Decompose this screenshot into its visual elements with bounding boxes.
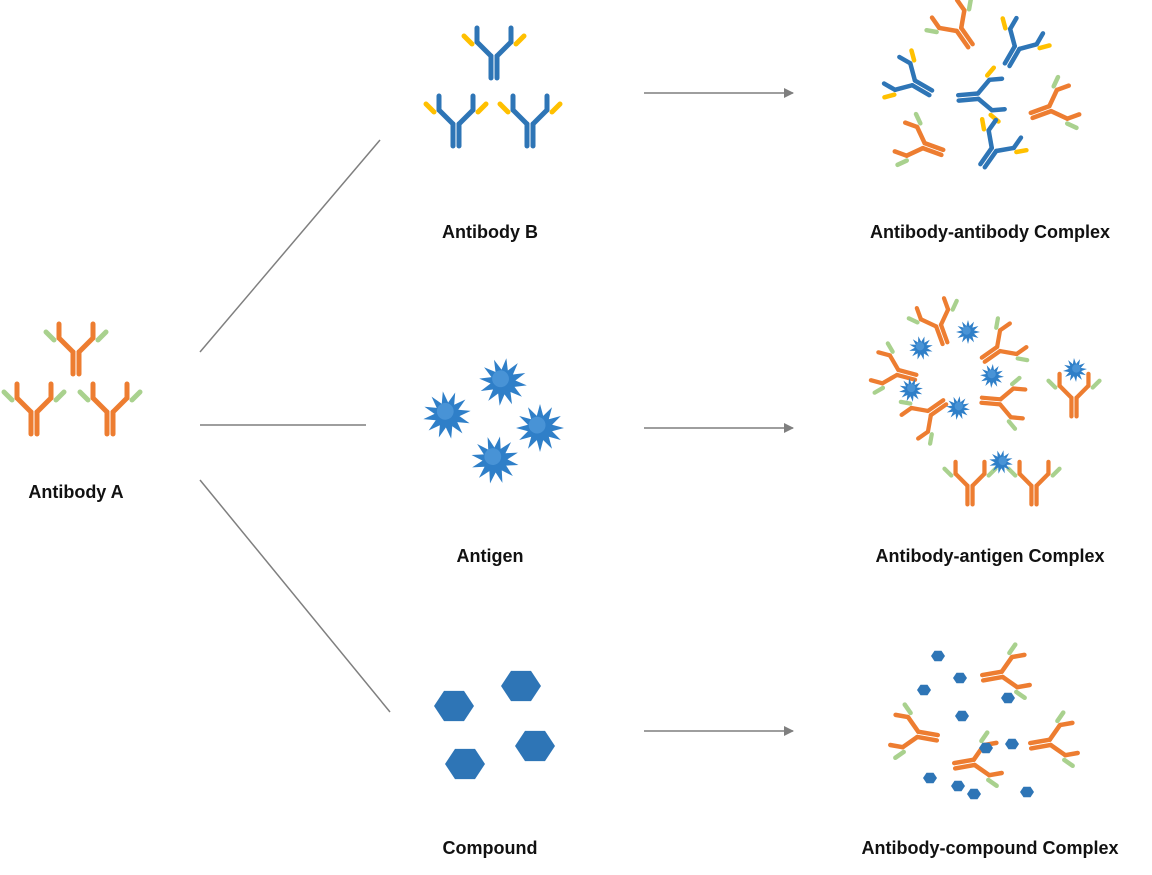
hexagon-icon <box>445 748 485 780</box>
hexagon-icon <box>951 780 965 792</box>
antibody-icon <box>955 65 1007 124</box>
antibody-icon <box>1028 74 1082 131</box>
arrows <box>644 88 794 736</box>
label-antibody-antigen-complex: Antibody-antigen Complex <box>875 546 1105 566</box>
antigen-icon <box>980 364 1004 388</box>
antibody-icon <box>892 111 946 168</box>
antibody-icon <box>868 341 919 395</box>
antibody-antigen-complex-group <box>868 296 1102 507</box>
antibody-icon <box>461 25 527 81</box>
hexagon-icon <box>1001 692 1015 704</box>
label-compound: Compound <box>442 838 538 858</box>
antigen-icon <box>471 436 519 484</box>
label-antibody-b: Antibody B <box>442 222 538 242</box>
hexagon-icon <box>953 672 967 684</box>
antibody-icon <box>924 0 975 50</box>
hexagon-icon <box>515 730 555 762</box>
antibody-icon <box>497 93 563 149</box>
antigen-icon <box>899 378 923 402</box>
antibody-icon <box>881 48 935 100</box>
label-antibody-antibody-complex: Antibody-antibody Complex <box>870 222 1110 242</box>
antibody-icon <box>979 375 1028 431</box>
antigen-icon <box>1063 358 1087 382</box>
antigen-icon <box>423 391 471 439</box>
antibody-icon <box>423 93 489 149</box>
compound-group <box>434 670 555 780</box>
hexagon-icon <box>979 742 993 754</box>
hexagon-icon <box>967 788 981 800</box>
hexagon-icon <box>434 690 474 722</box>
label-antigen: Antigen <box>456 546 524 566</box>
antibody-a-group <box>1 321 143 437</box>
connector-line <box>199 139 381 353</box>
antigen-icon <box>909 336 933 360</box>
antigen-icon <box>956 320 980 344</box>
hexagon-icon <box>931 650 945 662</box>
antibody-icon <box>888 702 940 761</box>
connector-line <box>199 479 391 713</box>
antibody-icon <box>942 459 998 507</box>
antibody-icon <box>1000 15 1052 69</box>
antibody-icon <box>980 642 1032 701</box>
antigen-icon <box>946 396 970 420</box>
antibody-icon <box>77 381 143 437</box>
antibody-icon <box>978 116 1029 170</box>
hexagon-icon <box>501 670 541 702</box>
hexagon-icon <box>955 710 969 722</box>
antibody-icon <box>1046 371 1102 419</box>
antigen-icon <box>516 404 564 452</box>
antibody-icon <box>43 321 109 377</box>
antigen-icon <box>479 358 527 406</box>
antibody-icon <box>1028 710 1080 769</box>
antibody-icon <box>1 381 67 437</box>
connectors <box>199 139 391 713</box>
antigen-group <box>423 358 564 484</box>
hexagon-icon <box>1005 738 1019 750</box>
antigen-icon <box>989 450 1013 474</box>
label-antibody-a: Antibody A <box>28 482 124 502</box>
antibody-b-group <box>423 25 563 149</box>
antibody-compound-complex-group <box>888 642 1080 800</box>
hexagon-icon <box>923 772 937 784</box>
antibody-icon <box>979 316 1030 364</box>
label-antibody-compound-complex: Antibody-compound Complex <box>861 838 1119 858</box>
antibody-icon <box>1006 459 1062 507</box>
antibody-antibody-complex-group <box>881 0 1082 170</box>
hexagon-icon <box>917 684 931 696</box>
antibody-icon <box>906 296 959 347</box>
antibody-icon <box>898 398 949 446</box>
hexagon-icon <box>1020 786 1034 798</box>
